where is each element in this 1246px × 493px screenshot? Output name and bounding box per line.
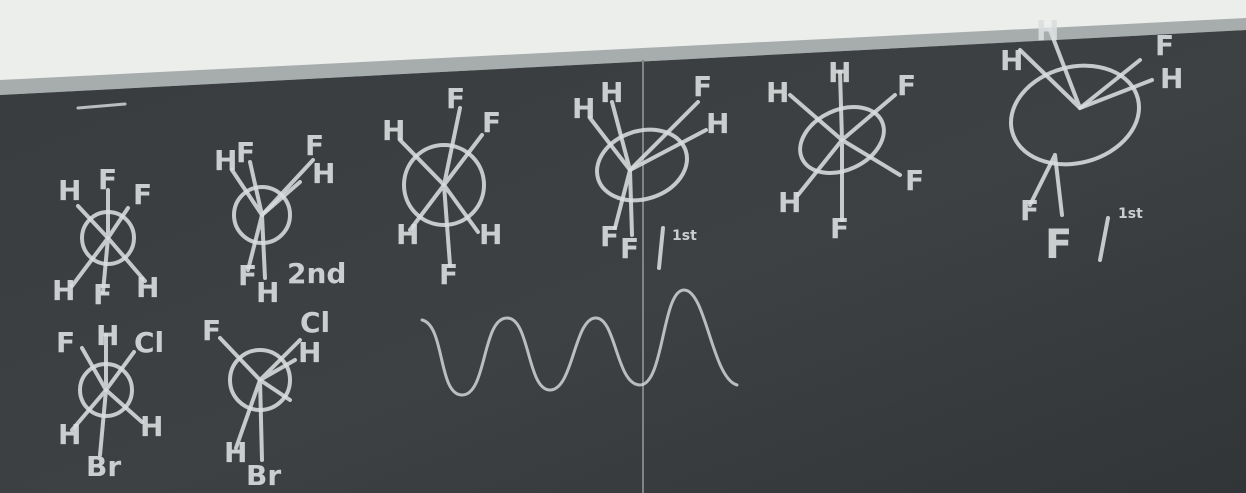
newman-7-label-6: Br xyxy=(86,450,121,483)
newman-2-label-2: F xyxy=(236,136,255,169)
newman-6-label-2: H xyxy=(1036,14,1059,47)
newman-4-label-4: H xyxy=(706,107,729,140)
newman-3-label-4: H xyxy=(396,218,419,251)
chalkboard xyxy=(0,30,1246,493)
newman-5-back-bonds xyxy=(796,138,902,222)
newman-1-label-bl: H xyxy=(52,274,75,307)
newman-2-label-3: F xyxy=(305,129,324,162)
newman-3-front-bonds xyxy=(398,106,484,187)
newman-3-label-3: F xyxy=(482,106,501,139)
newman-2-label-4: H xyxy=(312,157,335,190)
newman-5-label-1: H xyxy=(766,76,789,109)
newman-5-label-6: F xyxy=(830,212,849,245)
newman-4-label-6: F xyxy=(620,232,639,265)
newman-4-label-1: H xyxy=(572,92,595,125)
newman-5-circle xyxy=(798,105,886,175)
newman-projection-3: H F F H H F xyxy=(382,82,502,291)
newman-5-label-4: F xyxy=(905,164,924,197)
newman-6-label-1: H xyxy=(1000,44,1023,77)
newman-1-label-top: F xyxy=(98,163,117,196)
newman-1-front-bonds xyxy=(76,188,130,240)
newman-8-label-1: F xyxy=(202,314,221,347)
conformation-label-1st-a: 1st xyxy=(672,228,697,244)
newman-projection-2: H F F H F H 2nd xyxy=(214,129,346,309)
newman-8-back-bonds xyxy=(234,378,292,462)
newman-6-divider xyxy=(1098,216,1110,262)
newman-4-circle xyxy=(595,127,689,203)
newman-projection-1: F H F H F H xyxy=(52,163,159,311)
newman-4-back-bonds xyxy=(613,128,708,237)
newman-6-circle xyxy=(1008,63,1142,167)
newman-2-back-bonds xyxy=(246,158,315,280)
chalk-dash xyxy=(76,102,127,110)
newman-projection-6: H H F H F F 1st xyxy=(1000,14,1183,268)
conformation-label-1st-b-letter: F xyxy=(1045,222,1072,268)
newman-3-label-1: H xyxy=(382,114,405,147)
newman-7-label-4: H xyxy=(58,418,81,451)
newman-3-label-6: F xyxy=(439,258,458,291)
newman-projection-7: F H Cl H H Br xyxy=(56,319,164,483)
newman-5-label-2: H xyxy=(828,56,851,89)
newman-4-label-3: F xyxy=(693,70,712,103)
newman-1-label-br: H xyxy=(136,271,159,304)
newman-6-label-4: H xyxy=(1160,62,1183,95)
newman-2-label-1: H xyxy=(214,144,237,177)
newman-8-label-2: Cl xyxy=(300,306,330,339)
newman-5-front-bonds xyxy=(788,70,897,142)
newman-2-label-5: F xyxy=(238,259,257,292)
newman-8-label-4: H xyxy=(224,436,247,469)
newman-7-label-5: H xyxy=(140,410,163,443)
newman-projection-4: H H F H F F 1st xyxy=(572,70,729,270)
newman-4-front-bonds xyxy=(588,100,700,172)
newman-projection-5: H H F F H F xyxy=(766,56,924,245)
newman-7-front-bonds xyxy=(80,333,136,392)
newman-2-label-6: H xyxy=(256,276,279,309)
newman-5-label-3: F xyxy=(897,69,916,102)
newman-3-label-5: H xyxy=(479,218,502,251)
newman-1-back-bonds xyxy=(70,236,147,294)
newman-6-front-bonds xyxy=(1018,28,1142,110)
newman-8-front-bonds xyxy=(218,336,302,382)
newman-7-label-3: Cl xyxy=(134,326,164,359)
conformation-label-1st-b: 1st xyxy=(1118,206,1143,222)
newman-4-label-2: H xyxy=(600,76,623,109)
newman-8-label-5: Br xyxy=(246,459,281,492)
newman-6-back-bonds xyxy=(1028,78,1154,217)
newman-5-label-5: H xyxy=(778,186,801,219)
newman-1-label-right: F xyxy=(133,178,152,211)
newman-1-label-left: H xyxy=(58,174,81,207)
newman-3-label-2: F xyxy=(446,82,465,115)
conformation-label-2nd: 2nd xyxy=(287,257,346,290)
newman-4-divider xyxy=(657,226,665,270)
newman-projection-8: F Cl H H Br xyxy=(202,306,330,492)
frame-top xyxy=(0,0,1246,80)
newman-3-back-bonds xyxy=(408,183,480,267)
newman-7-label-1: F xyxy=(56,326,75,359)
newman-4-label-5: F xyxy=(600,220,619,253)
chalk-ledge xyxy=(0,18,1246,95)
newman-8-label-3: H xyxy=(298,336,321,369)
newman-6-label-3: F xyxy=(1155,29,1174,62)
newman-3-circle xyxy=(402,143,486,227)
newman-7-back-bonds xyxy=(70,388,144,457)
newman-1-label-bottom: F xyxy=(93,278,112,311)
newman-6-label-5: F xyxy=(1020,194,1039,227)
newman-7-label-2: H xyxy=(96,319,119,352)
energy-wave-sketch xyxy=(420,288,739,397)
